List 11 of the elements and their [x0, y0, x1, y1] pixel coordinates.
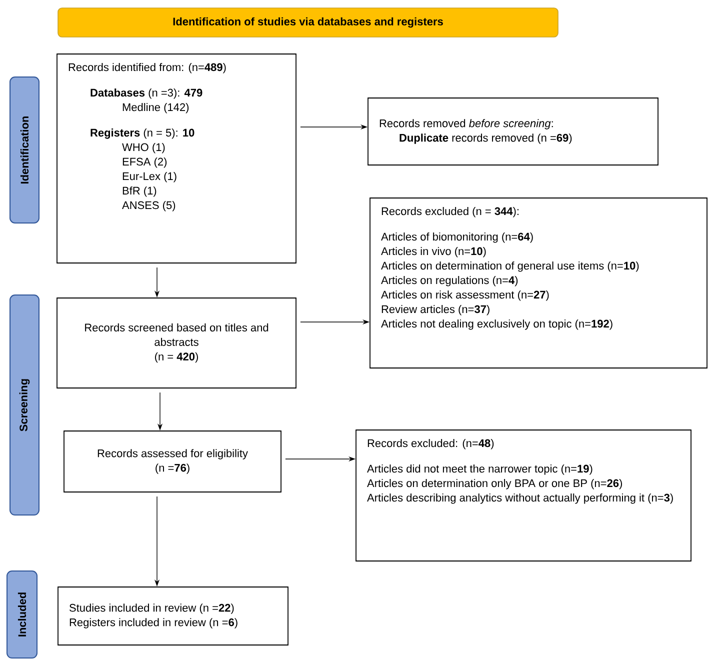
process-box: Records excluded: (n=48) Articles did not meet the narrower topic (n=19) Articles on determination only BPA or one BP (n=26) Articles describing analytics without actually performing it (n=3) — [356, 430, 692, 562]
process-box: Records screened based on titles and abstracts (n = 420) — [56, 298, 296, 388]
header-band: Identification of studies via databases and registers — [58, 8, 558, 38]
phase-label: Screening — [10, 294, 40, 516]
process-box: Records removed before screening: Duplicate records removed (n =69) — [368, 98, 658, 166]
process-box: Records excluded (n = 344): Articles of biomonitoring (n=64) Articles in vivo (n=10) Articles on determination of general use items (n=10) Articles on regulations (n=4) Articles on risk assessment (n=27) Review articles (n=37) Articles not dealing exclusively on topic (n=192) — [370, 198, 708, 368]
process-box: Studies included in review (n =22) Registers included in review (n =6) — [58, 586, 288, 646]
phase-label: Identification — [10, 76, 40, 224]
phase-label: Included — [6, 570, 38, 658]
process-box: Records identified from: (n=489) Databases (n =3): 479 Medline (142) Registers (n = 5): 10 WHO (1) EFSA (2) Eur-Lex (1) BfR (1) ANSES (5) — [56, 54, 296, 264]
process-box: Records assessed for eligibility (n =76) — [64, 430, 282, 492]
